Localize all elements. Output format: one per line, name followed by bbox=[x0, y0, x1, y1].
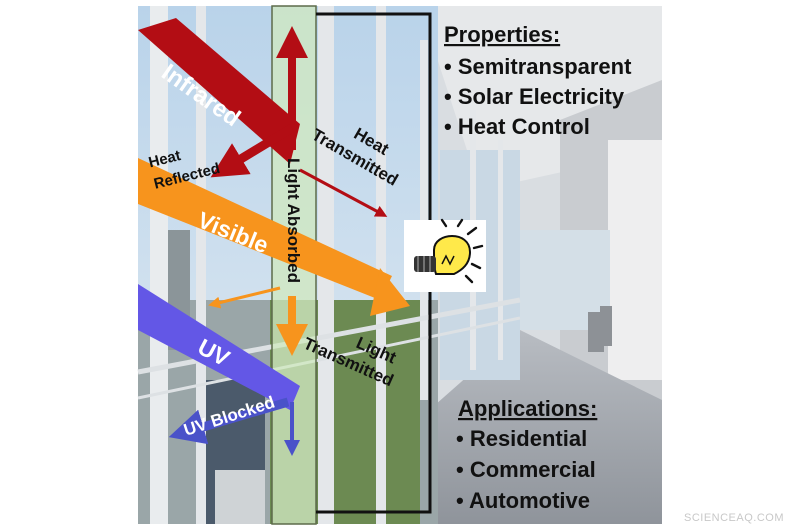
property-item: • Semitransparent bbox=[444, 54, 632, 79]
properties-heading: Properties: bbox=[444, 22, 560, 47]
property-item: • Heat Control bbox=[444, 114, 590, 139]
applications-panel: Applications: • Residential • Commercial… bbox=[456, 396, 597, 513]
uv-blocked-arrow bbox=[168, 397, 290, 445]
light-reflected-arrow bbox=[208, 286, 281, 309]
properties-panel: Properties: • Semitransparent • Solar El… bbox=[444, 22, 632, 139]
heat-transmitted-arrow bbox=[299, 168, 388, 217]
application-item: • Commercial bbox=[456, 457, 596, 482]
applications-heading: Applications: bbox=[458, 396, 597, 421]
heat-reflected-arrow bbox=[210, 124, 295, 178]
application-item: • Residential bbox=[456, 426, 587, 451]
light-absorbed-label: Light Absorbed bbox=[284, 158, 303, 283]
watermark: SCIENCEAQ.COM bbox=[683, 512, 784, 524]
uv-beam bbox=[138, 284, 300, 410]
light-bulb-icon bbox=[404, 218, 486, 292]
infrared-beam bbox=[138, 18, 300, 164]
visible-beam bbox=[138, 158, 392, 300]
application-item: • Automotive bbox=[456, 488, 590, 513]
property-item: • Solar Electricity bbox=[444, 84, 625, 109]
visible-arrowhead bbox=[370, 268, 410, 316]
